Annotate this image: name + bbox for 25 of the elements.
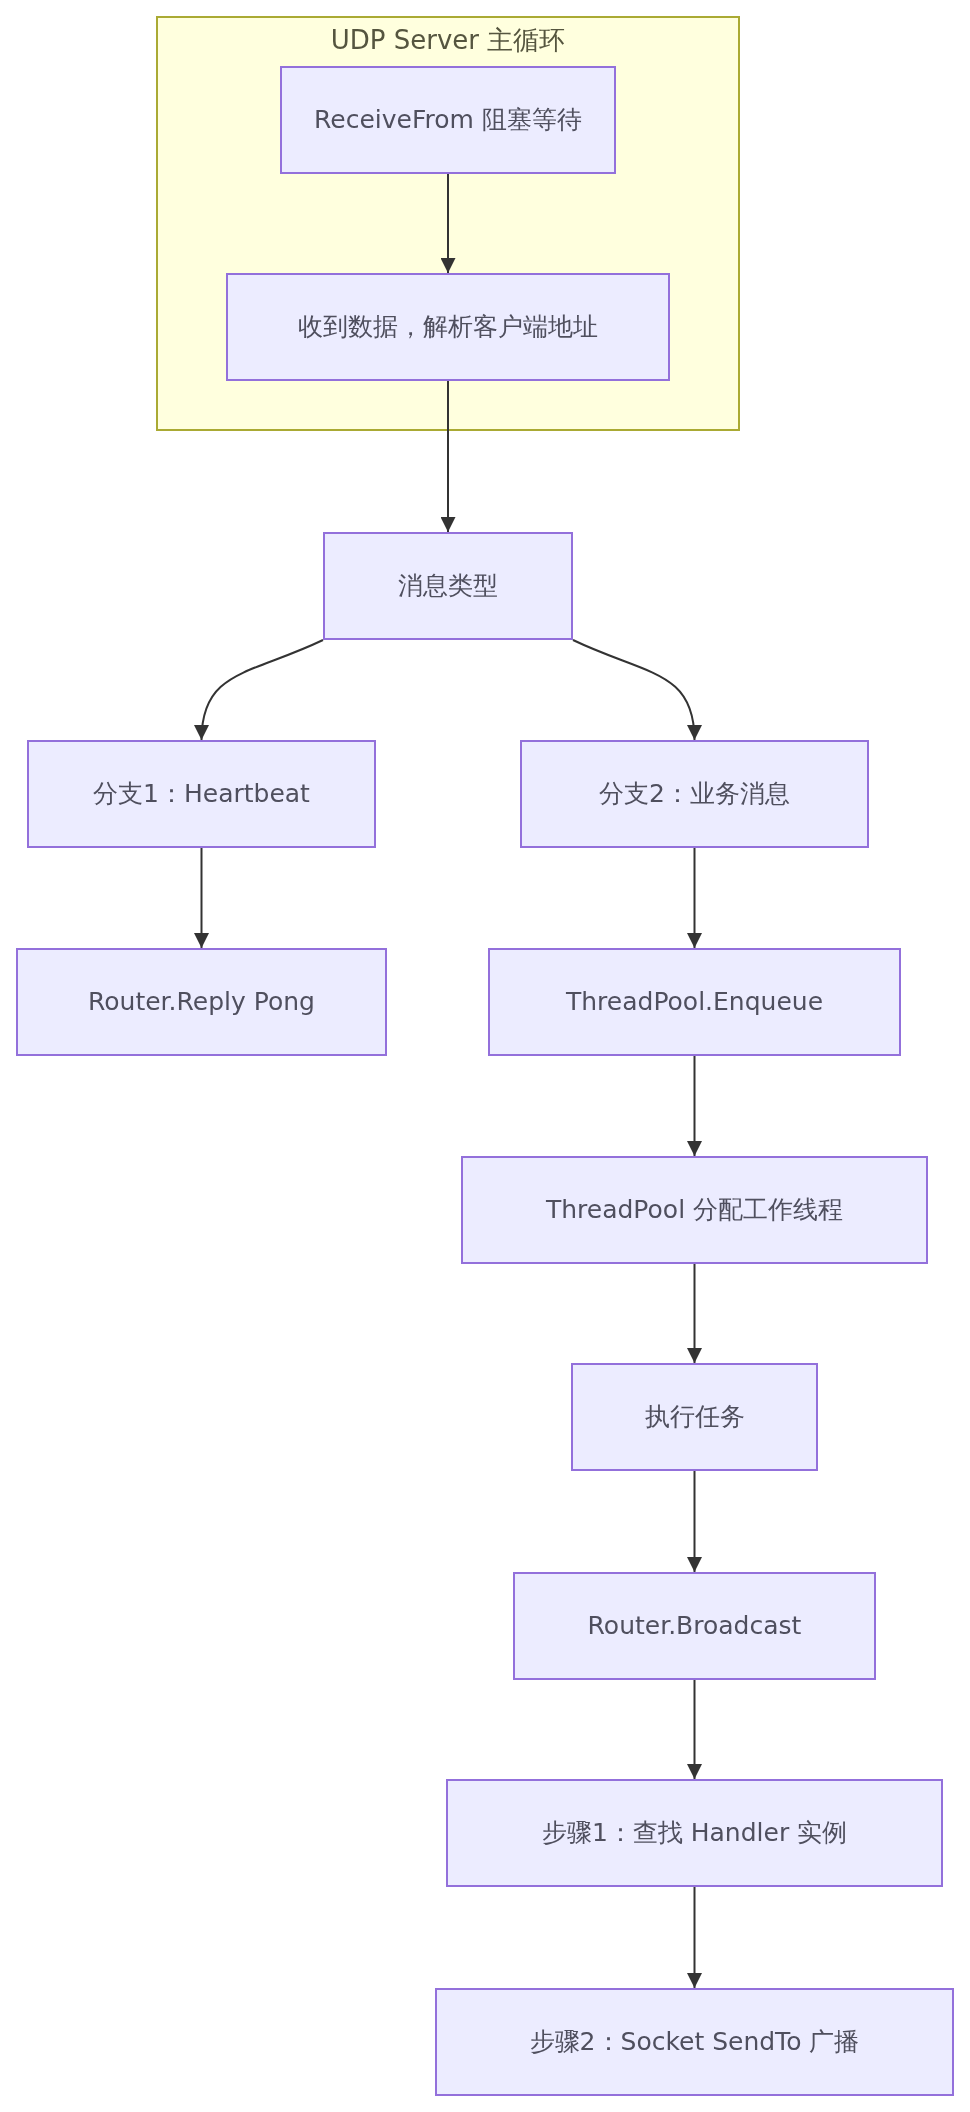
- arrow: [687, 1470, 702, 1573]
- arrow: [194, 639, 324, 741]
- group-box: [156, 16, 740, 431]
- process-box: 执行任务: [571, 1363, 818, 1471]
- arrow: [687, 1886, 702, 1989]
- group-title: UDP Server 主循环: [330, 24, 566, 56]
- arrow: [687, 1055, 702, 1157]
- process-box: 步骤2：Socket SendTo 广播: [435, 1988, 954, 2096]
- arrow: [194, 847, 209, 949]
- process-box: Router.Reply Pong: [16, 948, 387, 1056]
- arrow: [440, 380, 456, 533]
- process-box: 收到数据，解析客户端地址: [226, 273, 670, 381]
- process-box: 分支1：Heartbeat: [27, 740, 376, 848]
- process-box: ThreadPool 分配工作线程: [461, 1156, 928, 1264]
- process-box: 消息类型: [323, 532, 573, 640]
- arrow: [440, 173, 456, 274]
- process-box: ThreadPool.Enqueue: [488, 948, 901, 1056]
- process-box: 步骤1：查找 Handler 实例: [446, 1779, 943, 1887]
- arrow: [687, 1679, 702, 1780]
- process-box: 分支2：业务消息: [520, 740, 869, 848]
- process-box: Router.Broadcast: [513, 1572, 876, 1680]
- arrow: [687, 1263, 702, 1364]
- arrow: [687, 847, 702, 949]
- process-box: ReceiveFrom 阻塞等待: [280, 66, 616, 174]
- arrow: [572, 639, 702, 741]
